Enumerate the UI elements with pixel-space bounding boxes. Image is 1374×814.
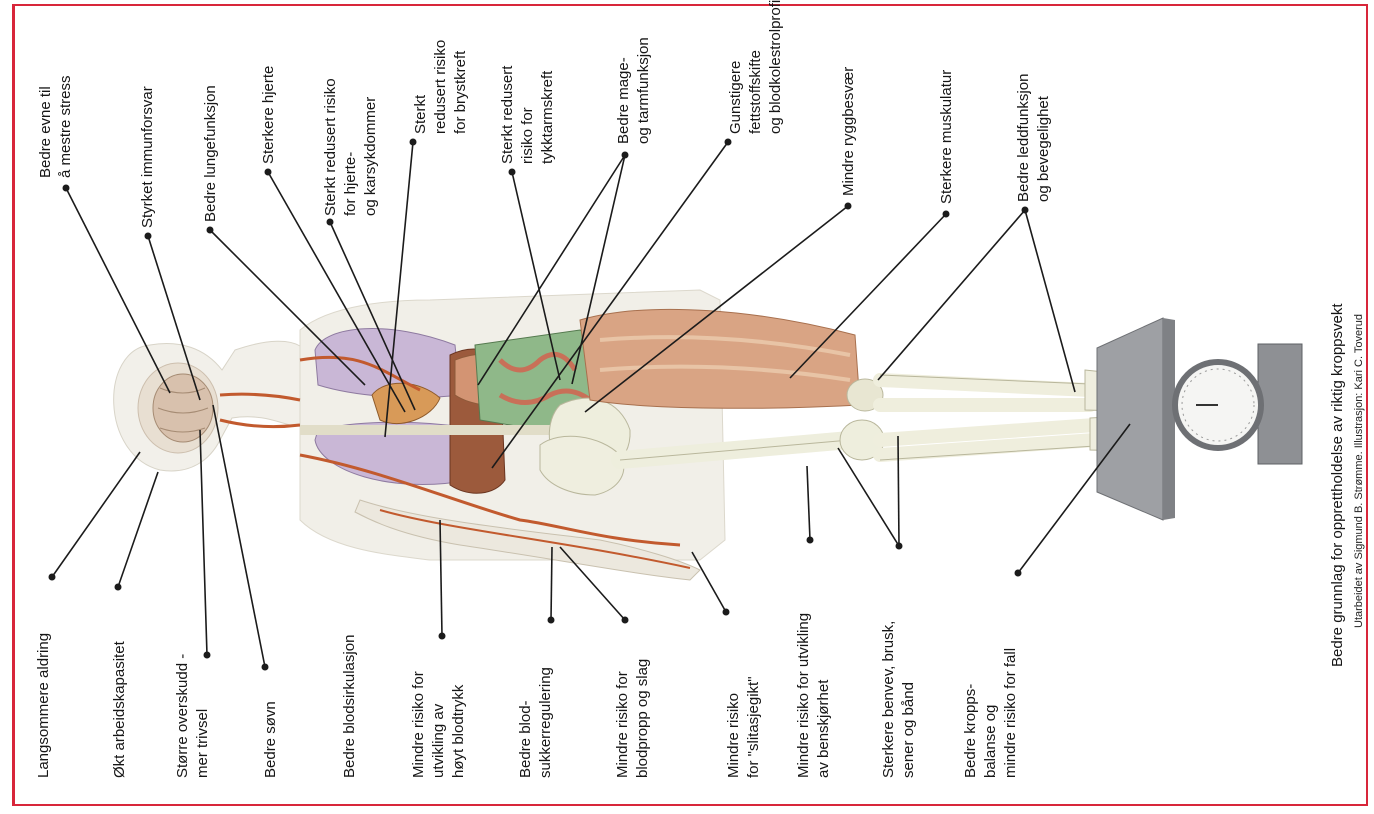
- label-aging: Langsommere aldring: [35, 633, 52, 778]
- label-immune: Styrket immunforsvar: [139, 86, 156, 228]
- label-blood-sugar: Bedre blod- sukkerregulering: [517, 667, 554, 778]
- scale-body: [1258, 344, 1302, 464]
- label-muscle: Sterkere muskulatur: [938, 70, 955, 204]
- label-stress: Bedre evne til å mestre stress: [37, 75, 74, 178]
- label-blood-pressure: Mindre risiko for utvikling av høyt blod…: [410, 667, 467, 778]
- caption-title: Bedre grunnlag for opprettholdelse av ri…: [1329, 303, 1346, 667]
- label-stroke: Mindre risiko for blodpropp og slag: [614, 659, 651, 778]
- label-cardio-risk: Sterkt redusert risiko for hjerte- og ka…: [322, 74, 379, 216]
- label-circulation: Bedre blodsirkulasjon: [341, 635, 358, 778]
- thigh-muscles: [580, 309, 860, 408]
- weighing-scale: [1097, 318, 1302, 520]
- caption-credit: Utarbeidet av Sigmund B. Strømme. Illust…: [1353, 314, 1365, 628]
- label-colon-cancer: Sterkt redusert risiko for tykktarmskref…: [499, 61, 556, 164]
- caption: Bedre grunnlag for opprettholdelse av ri…: [1329, 303, 1365, 667]
- label-lung: Bedre lungefunksjon: [202, 85, 219, 222]
- label-arthritis: Mindre risiko for "slitasjegikt": [725, 676, 762, 778]
- label-breast-cancer: Sterkt redusert risiko for brystkreft: [412, 36, 469, 134]
- label-work-capacity: Økt arbeidskapasitet: [111, 640, 128, 778]
- bottom-labels: Langsommere aldring Økt arbeidskapasitet…: [35, 609, 1019, 778]
- label-joints: Bedre leddfunksjon og bevegelighet: [1015, 69, 1052, 202]
- label-bone-tissue: Sterkere benvev, brusk, sener og bånd: [880, 617, 917, 778]
- label-heart: Sterkere hjerte: [260, 66, 277, 164]
- label-wellbeing: Større overskudd - mer trivsel: [174, 650, 211, 778]
- body-illustration: [114, 290, 1160, 580]
- label-sleep: Bedre søvn: [262, 701, 279, 778]
- label-back: Mindre ryggbesvær: [840, 67, 857, 196]
- label-digestion: Bedre mage- og tarmfunksjon: [615, 37, 652, 144]
- label-cholesterol: Gunstigere fettstoffskifte og blodkolest…: [727, 0, 784, 134]
- scale-platform: [1097, 318, 1163, 520]
- top-labels: Bedre evne til å mestre stress Styrket i…: [37, 0, 1052, 228]
- label-balance: Bedre kropps- balanse og mindre risiko f…: [962, 648, 1019, 778]
- label-osteoporosis: Mindre risiko for utvikling av benskjørh…: [795, 609, 832, 778]
